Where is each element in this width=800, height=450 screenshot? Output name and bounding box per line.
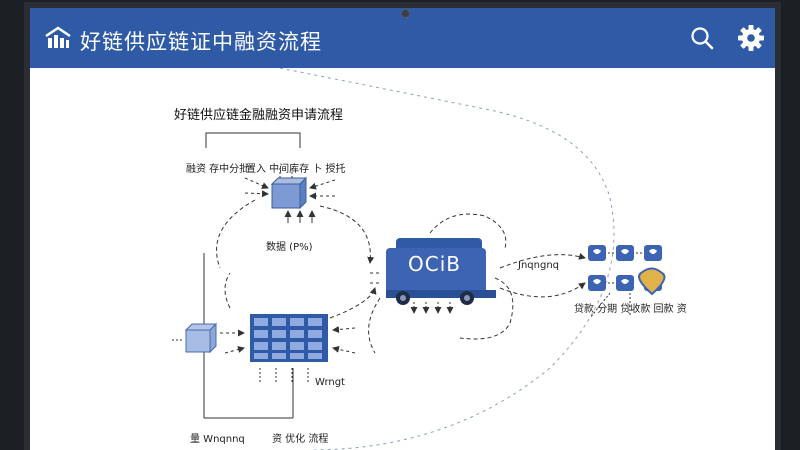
app-title: 好链供应链证中融资流程 [80,30,322,54]
gear-icon[interactable] [736,23,766,53]
label-bottom-left: 量 Wnqnnq [190,434,245,445]
label-right-arrow: Jnqngnq [518,260,560,271]
label-warehouse-bottom: Wrngt [315,377,345,388]
laptop-screen: 好链供应链证中融资流程 [30,8,775,450]
background-curve [279,68,615,450]
webcam [401,9,410,18]
label-bottom-mid: 资 优化 流程 [272,434,329,445]
label-mid-left: 数据 (P%) [266,242,313,253]
label-payments: 贷款 分期 贷收款 回款 资 [574,304,687,315]
app-header: 好链供应链证中融资流程 [30,8,775,68]
label-top-right: 置入 中间库存 卜 授托 [246,164,346,175]
diagram-title: 好链供应链金融融资申请流程 [174,108,344,123]
truck-icon [386,238,496,305]
payment-icons [588,245,666,296]
inventory-cube-icon [270,176,308,210]
truck-label: OCiB [408,252,461,276]
top-bracket [205,132,301,148]
label-top-left: 融资 存中分批 [186,164,250,175]
warehouse-grid-icon [250,314,328,362]
flow-diagram [172,68,666,450]
small-cube-icon [184,322,218,354]
bar-chart-icon [45,26,71,48]
search-icon[interactable] [688,24,716,52]
diagram-canvas: 好链供应链金融融资申请流程 融资 存中分批 置入 中间库存 卜 授托 数据 (P… [30,68,775,450]
